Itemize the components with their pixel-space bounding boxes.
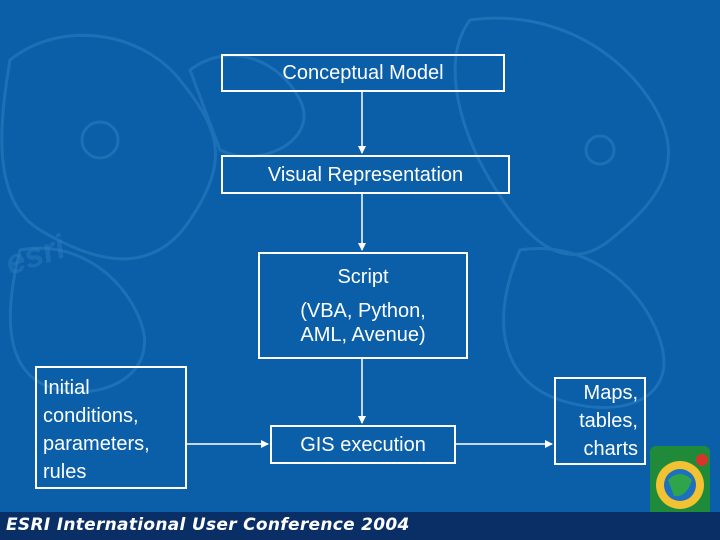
script-box: Script (VBA, Python, AML, Avenue) [258, 252, 468, 359]
inputs-label: Initial conditions, parameters, rules [43, 377, 150, 483]
svg-text:esri: esri [1, 227, 72, 282]
conference-footer-title: ESRI International User Conference 2004 [6, 515, 410, 535]
inputs-box: Initial conditions, parameters, rules [35, 366, 187, 489]
gis-execution-box: GIS execution [270, 425, 456, 464]
outputs-box: Maps, tables, charts [554, 377, 646, 465]
visual-representation-box: Visual Representation [221, 155, 510, 194]
visual-representation-label: Visual Representation [267, 163, 464, 186]
script-title: Script [337, 265, 389, 288]
conceptual-model-label: Conceptual Model [282, 62, 444, 84]
footer-bar [0, 512, 720, 540]
conceptual-model-box: Conceptual Model [221, 54, 505, 92]
outputs-label: Maps, tables, charts [579, 382, 638, 460]
gis-execution-label: GIS execution [300, 433, 426, 456]
script-detail: (VBA, Python, AML, Avenue) [300, 299, 426, 346]
